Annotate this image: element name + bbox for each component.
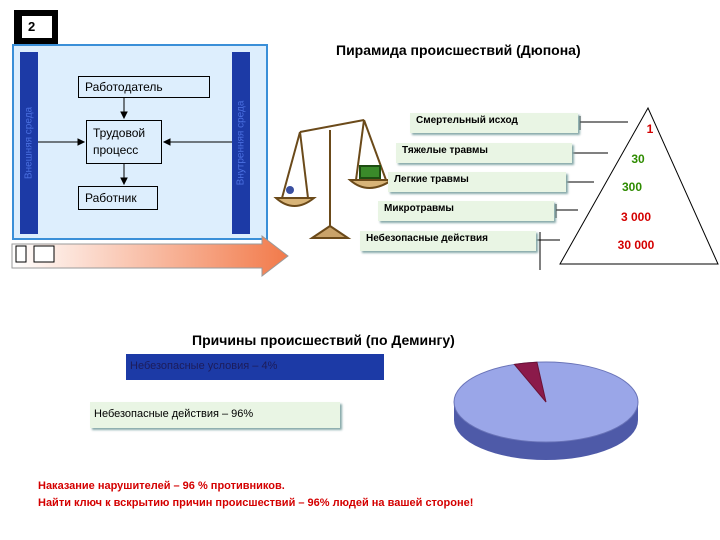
small-square-1 xyxy=(15,245,27,263)
pie-chart xyxy=(453,361,639,460)
work-process-box: Трудовой процесс xyxy=(86,120,162,164)
level-label-unsafe-actions: Небезопасные действия xyxy=(360,231,536,251)
count-minor: 300 xyxy=(621,180,643,194)
unsafe-conditions-bar: Небезопасные условия – 4% xyxy=(126,354,384,380)
unsafe-actions-bar: Небезопасные действия – 96% xyxy=(90,402,340,428)
count-micro: 3 000 xyxy=(620,210,652,224)
small-square-2 xyxy=(33,245,55,263)
employer-box: Работодатель xyxy=(78,76,210,98)
flow-arrow xyxy=(11,234,289,278)
worker-box: Работник xyxy=(78,186,158,210)
panel-arrows xyxy=(38,98,232,186)
level-label-minor: Легкие травмы xyxy=(388,172,566,192)
footer-line-1: Наказание нарушителей – 96 % противников… xyxy=(38,480,285,492)
outer-env-bar: Внешняя среда xyxy=(20,52,38,234)
level-label-severe: Тяжелые травмы xyxy=(396,143,572,163)
slide-number: 2 xyxy=(22,16,52,38)
count-unsafe-actions: 30 000 xyxy=(617,238,655,252)
level-label-fatal: Смертельный исход xyxy=(410,113,578,133)
pyramid-title: Пирамида происшествий (Дюпона) xyxy=(336,42,581,58)
causes-title: Причины происшествий (по Демингу) xyxy=(192,332,455,348)
slide-number-box: 2 xyxy=(14,10,58,44)
count-severe: 30 xyxy=(631,152,645,166)
pyramid-triangle xyxy=(559,106,719,265)
count-fatal: 1 xyxy=(646,122,654,136)
level-label-micro: Микротравмы xyxy=(378,201,554,221)
person-figure xyxy=(286,186,294,194)
inner-env-bar: Внутренняя среда xyxy=(232,52,250,234)
scales-drawing xyxy=(273,119,396,239)
pyramid-pointers xyxy=(532,116,628,270)
footer-line-2: Найти ключ к вскрытию причин происшестви… xyxy=(38,497,474,509)
